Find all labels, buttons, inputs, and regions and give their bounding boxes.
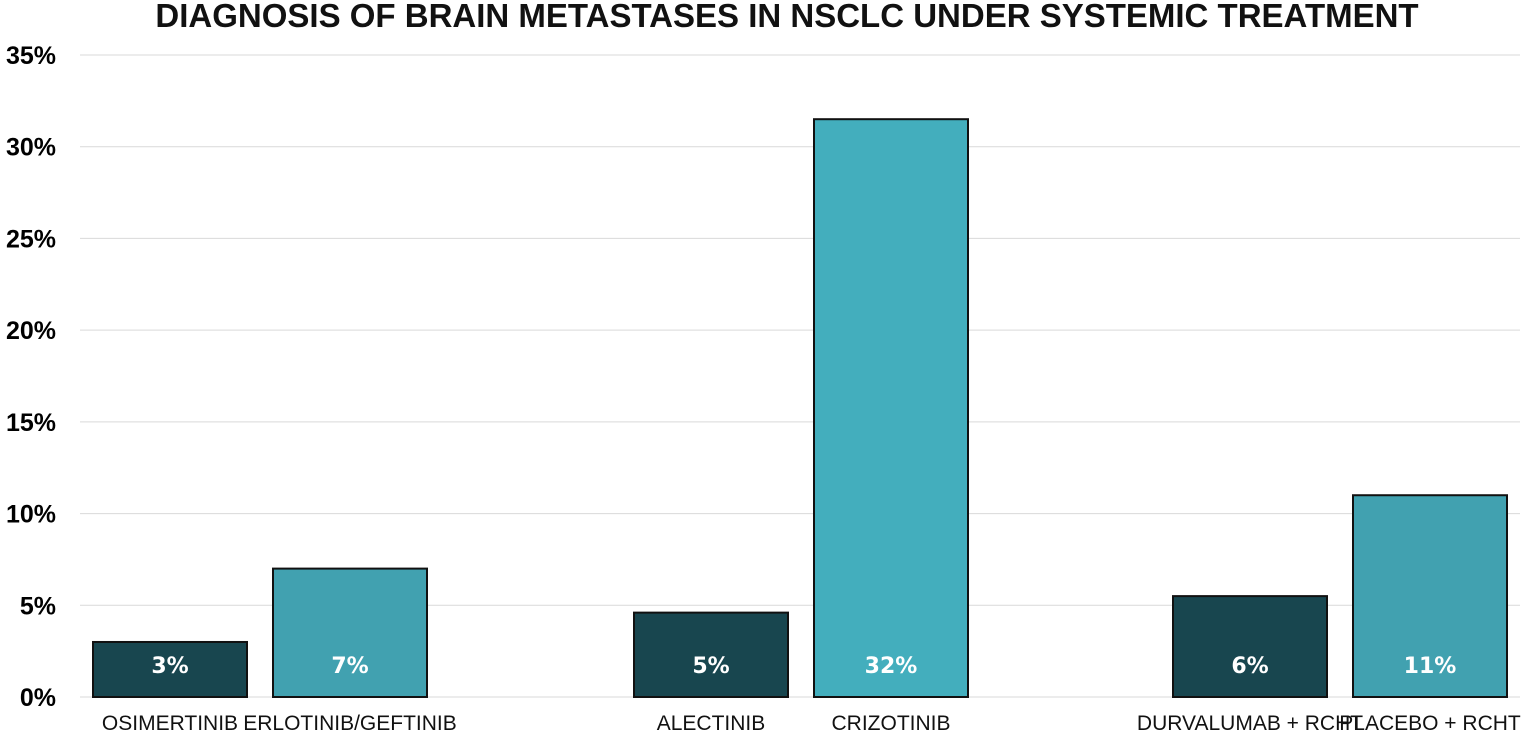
y-tick-label: 15% — [6, 409, 56, 437]
y-tick-label: 10% — [6, 501, 56, 529]
bar — [1352, 494, 1508, 698]
x-tick-label: ERLOTINIB/GEFTINIB — [243, 712, 457, 734]
data-label: 6% — [1231, 654, 1268, 679]
y-axis-ticks: 0% 5% 10% 15% 20% 25% 30% 35% — [6, 42, 56, 712]
x-tick-label: OSIMERTINIB — [102, 712, 238, 734]
data-label: 7% — [331, 654, 368, 679]
x-tick-label: CRIZOTINIB — [832, 712, 951, 734]
data-labels: 3% 7% 5% 32% 6% 11% — [151, 654, 1456, 679]
bar — [813, 118, 969, 698]
y-tick-label: 30% — [6, 134, 56, 162]
bar — [1172, 595, 1328, 698]
data-label: 32% — [865, 654, 918, 679]
bar — [272, 567, 428, 698]
x-tick-label: PLACEBO + RCHT — [1339, 712, 1521, 734]
y-tick-label: 5% — [20, 592, 56, 620]
y-tick-label: 0% — [20, 684, 56, 712]
x-tick-label: ALECTINIB — [657, 712, 766, 734]
y-tick-label: 35% — [6, 42, 56, 70]
x-tick-label: DURVALUMAB + RCHT — [1137, 712, 1363, 734]
bars — [92, 118, 1508, 699]
bar — [92, 640, 248, 699]
y-tick-label: 20% — [6, 317, 56, 345]
y-tick-label: 25% — [6, 225, 56, 253]
chart-title: DIAGNOSIS OF BRAIN METASTASES IN NSCLC U… — [155, 0, 1418, 34]
data-label: 11% — [1404, 654, 1457, 679]
bar — [633, 611, 789, 699]
data-label: 3% — [151, 654, 188, 679]
data-label: 5% — [692, 654, 729, 679]
